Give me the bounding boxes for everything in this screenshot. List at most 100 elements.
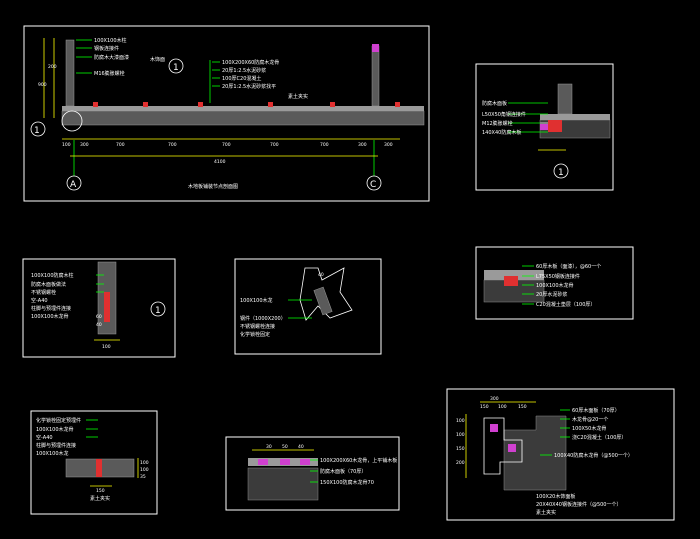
dim-label: 100 (140, 467, 149, 473)
dim-label: 40 (318, 272, 324, 278)
annotation: 浇C20混凝土（100厚） (572, 434, 626, 441)
dim-label: 150 (96, 488, 105, 494)
member-outline (299, 267, 353, 321)
annotation: 150X100防腐木龙骨70 (320, 479, 374, 486)
detail-callout (553, 163, 569, 179)
annotation: 防腐木大漆面漆 (94, 54, 129, 61)
dim-label: 100 (498, 404, 507, 410)
annotation: 20厚1:2.5水泥砂浆找平 (222, 83, 276, 90)
annotation: C20混凝土垫层（100厚） (536, 301, 595, 308)
deck-surface (62, 106, 424, 111)
annotation: 防腐木面板做法 (31, 281, 66, 288)
annotation: 素土夹实 (536, 509, 556, 516)
detail-callout (150, 301, 166, 317)
annotation: 素土夹实 (288, 93, 308, 100)
main-title: 木地板铺装节点剖面图 (188, 183, 238, 190)
post-section (557, 83, 573, 115)
steel-connector (548, 120, 562, 132)
main-section-panel: 900 200 1 1 A C 100 300 700 700 700 700 … (23, 25, 430, 202)
annotation: 140X40防腐木板 (482, 129, 521, 136)
detail-panel-4: 60厚木板（面漆），@60一个 L75X50钢板连接件 100X100木龙骨 2… (475, 246, 634, 320)
annotation: L50X50角钢连接件 (482, 111, 526, 118)
deck-surface (540, 114, 610, 120)
dim-label: 700 (270, 142, 279, 148)
section-callout-top (168, 58, 184, 74)
annotation: 100X100木柱 (94, 37, 127, 44)
joist (258, 459, 268, 465)
annotation: 100厚C20混凝土 (222, 75, 261, 82)
annotation: 100X100木龙骨 (536, 282, 574, 289)
dim-label: 100 (62, 142, 71, 148)
annotation: 100X100木龙 (36, 450, 69, 457)
detail-panel-6: 30 50 40 100X200X60木龙骨，上平铺木板 防腐木面板（70厚） … (225, 436, 400, 511)
callout-number: 1 (155, 306, 161, 316)
detail-panel-2: 60 40 100 1 100X100防腐木柱 防腐木面板做法 不锈钢螺栓 空-… (22, 258, 176, 358)
annotation: 柱脚与预埋件连接 (31, 305, 71, 312)
dim-label: 300 (384, 142, 393, 148)
dim-label: 100 (456, 432, 465, 438)
detail-panel-7: 300 150 100 150 100 100 150 200 60厚木面板（7… (446, 388, 675, 521)
deck-surface (484, 270, 544, 280)
dim-label: 700 (168, 142, 177, 148)
joist (395, 102, 400, 107)
dim-label: 50 (282, 444, 288, 450)
vdim-label: 900 (38, 82, 47, 88)
annotation: M16膨胀螺栓 (94, 70, 125, 77)
stair-profile (483, 417, 523, 475)
annotation: 空-A40 (31, 297, 48, 304)
annotation: 钢件（1000X200） (240, 315, 286, 322)
timber-member (313, 286, 333, 316)
dim-label: 150 (518, 404, 527, 410)
callout-number: 1 (34, 126, 40, 136)
grid-label-c: C (370, 180, 376, 190)
left-post (65, 39, 75, 107)
annotation: 100X200X60防腐木龙骨 (222, 59, 279, 66)
dim-label: 700 (116, 142, 125, 148)
dim-label: 300 (358, 142, 367, 148)
annotation: 防腐木面板（70厚） (320, 468, 366, 475)
dim-label: 40 (96, 322, 102, 328)
grid-bubble-c (366, 175, 382, 191)
annotation: 柱脚与预埋件连接 (36, 442, 76, 449)
section-callout-left (30, 121, 46, 137)
dim-label: 40 (298, 444, 304, 450)
annotation: L75X50钢板连接件 (536, 273, 580, 280)
detail-3-frame (234, 258, 382, 355)
annotation: 化学锁栓固定预埋件 (36, 417, 81, 424)
grid-bubble-a (66, 175, 82, 191)
joist-row (93, 102, 400, 107)
step-section (503, 415, 567, 491)
annotation: 木龙骨@20一个 (572, 416, 608, 423)
dim-label: 60 (96, 314, 102, 320)
joist (268, 102, 273, 107)
detail-panel-5: 100 100 35 150 素土夹实 化学锁栓固定预埋件 100X100木龙骨… (30, 410, 158, 515)
total-dim-label: 4100 (214, 159, 226, 165)
filler (508, 444, 516, 452)
dim-label: 35 (140, 474, 146, 480)
annotation: 100X100木龙骨 (31, 313, 69, 320)
joist (300, 459, 310, 465)
annotation: 100X50木龙骨 (572, 425, 606, 432)
annotation: 20X40X40钢板连接件（@500一个） (536, 501, 621, 508)
floor-slab (61, 110, 425, 126)
detail-circle (61, 110, 83, 132)
filler (540, 122, 548, 130)
detail-5-frame (30, 410, 158, 515)
vdim-label: 200 (48, 64, 57, 70)
dim-label: 150 (480, 404, 489, 410)
main-panel-frame (23, 25, 430, 202)
dim-label: 300 (490, 396, 499, 402)
joist (330, 102, 335, 107)
annotation: 100X200X60木龙骨，上平铺木板 (320, 457, 397, 464)
dim-label: 100 (456, 418, 465, 424)
filler (490, 424, 498, 432)
annotation: 20厚1:2.5水泥砂浆 (222, 67, 266, 74)
detail-2-frame (22, 258, 176, 358)
detail-6-frame (225, 436, 400, 511)
annotation: 钢板连接件 (94, 45, 119, 52)
callout-number: 1 (173, 63, 179, 73)
dim-label: 100 (140, 460, 149, 466)
detail-panel-3: 40 100X100木龙 钢件（1000X200） 不锈钢螺栓连接 化学锁栓固定 (234, 258, 382, 355)
steel-connector (104, 292, 110, 322)
